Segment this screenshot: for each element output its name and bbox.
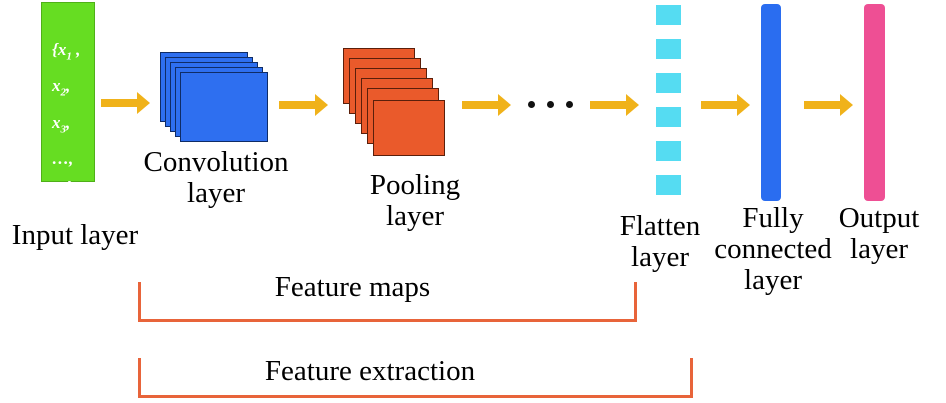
output-layer-bar <box>864 4 885 201</box>
pooling-label-line1: Pooling <box>369 169 461 201</box>
fully-connected-label-line2: connected <box>714 233 832 265</box>
convolution-label-line1: Convolution <box>143 146 289 178</box>
input-vector: {x1 , x2, x3, …, xn} <box>42 35 96 210</box>
input-layer-box: {x1 , x2, x3, …, xn} <box>41 2 95 201</box>
flatten-unit-5 <box>656 141 681 161</box>
input-layer-label: Input layer <box>11 219 139 251</box>
input-x3: x3, <box>52 112 71 136</box>
flatten-label-line2: layer <box>631 241 689 273</box>
input-xn: xn} <box>52 178 73 201</box>
fully-connected-layer-bar <box>761 4 781 201</box>
input-x2: x2, <box>52 76 71 99</box>
feature-extraction-bracket <box>138 358 693 398</box>
flatten-unit-1 <box>656 5 681 25</box>
ellipsis-dot-2 <box>547 101 554 108</box>
conv-feature-map-5 <box>180 72 268 142</box>
arrow-ellipsis-to-flatten <box>590 94 639 116</box>
arrow-pool-to-ellipsis <box>462 94 511 116</box>
feature-extraction-label: Feature extraction <box>264 355 476 387</box>
flatten-unit-3 <box>656 73 681 93</box>
fully-connected-label-line1: Fully <box>742 202 804 234</box>
ellipsis-dot-3 <box>566 101 573 108</box>
arrow-input-to-conv <box>101 92 150 114</box>
pool-feature-map-6 <box>373 100 445 156</box>
convolution-label-line2: layer <box>187 177 245 209</box>
arrow-fc-to-output <box>804 94 853 116</box>
arrow-conv-to-pool <box>279 94 328 116</box>
arrow-flatten-to-fc <box>701 94 750 116</box>
pooling-label-line2: layer <box>386 200 444 232</box>
output-label-line2: layer <box>850 233 908 265</box>
feature-maps-bracket <box>138 282 637 322</box>
input-x1: {x1 , <box>52 40 81 63</box>
flatten-unit-2 <box>656 39 681 59</box>
flatten-label-line1: Flatten <box>619 210 701 242</box>
flatten-unit-6 <box>656 175 681 195</box>
input-ellipsis: …, <box>52 149 74 169</box>
output-label-line1: Output <box>838 202 920 234</box>
flatten-unit-4 <box>656 107 681 127</box>
ellipsis-dot-1 <box>528 101 535 108</box>
fully-connected-label-line3: layer <box>744 264 802 296</box>
feature-maps-label: Feature maps <box>274 271 431 303</box>
